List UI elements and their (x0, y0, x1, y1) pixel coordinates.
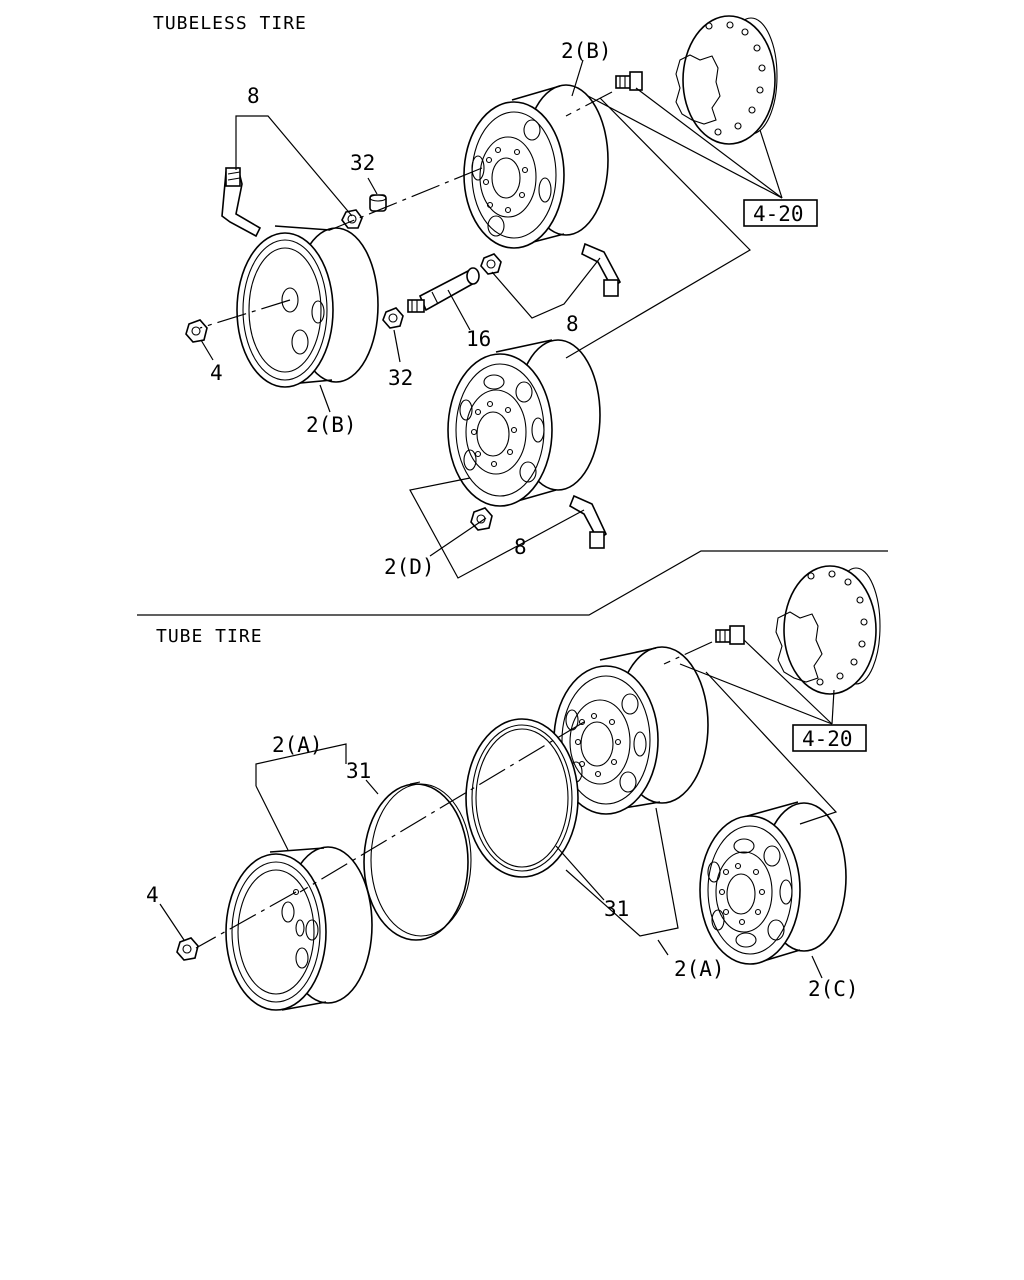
callout-tl-2b-bottom: 2(B) (306, 413, 357, 437)
tube-wheel-front (225, 846, 373, 1011)
ref-label-tube-hub: 4-20 (802, 727, 853, 751)
tubeless-valve-extension-bottom (568, 494, 607, 549)
callout-tt-4: 4 (146, 883, 159, 907)
tube-centerline-main (299, 721, 585, 893)
callout-tt-2a-left: 2(A) (272, 733, 323, 757)
callout-tl-4: 4 (210, 361, 223, 385)
callout-tl-16: 16 (466, 327, 491, 351)
tube-ring-31-right (465, 718, 579, 878)
callout-tl-2b-top: 2(B) (561, 39, 612, 63)
callout-tl-32-bottom: 32 (388, 366, 413, 390)
tubeless-nut-32-bottom (382, 307, 404, 329)
tubeless-wheel-upper (463, 84, 609, 249)
tube-centerline-stud (663, 641, 713, 665)
tubeless-wheel-front (236, 225, 379, 388)
callout-tl-32-top: 32 (350, 151, 375, 175)
callout-tl-8-mid: 8 (566, 312, 579, 336)
tubeless-hub (675, 15, 778, 145)
tubeless-centerline-front (199, 299, 291, 329)
tubeless-wheel-2d (447, 339, 601, 507)
tubeless-nut-32-top (369, 194, 387, 212)
tube-wheel-inner (553, 646, 709, 815)
tubeless-valve-extension-mid (581, 242, 622, 297)
section-divider (137, 550, 888, 616)
tubeless-centerline-upper (329, 167, 483, 231)
callout-tt-31-bottom: 31 (604, 897, 629, 921)
callout-tt-2c: 2(C) (808, 977, 859, 1001)
callout-tl-8-bottom: 8 (514, 535, 527, 559)
tubeless-stud-bolt-16 (407, 267, 480, 313)
callout-tl-2d: 2(D) (384, 555, 435, 579)
tubeless-leader-lines (200, 59, 783, 579)
section-title-tubeless: TUBELESS TIRE (153, 13, 307, 34)
tubeless-valve-extension-top (221, 166, 262, 238)
section-title-tube: TUBE TIRE (156, 626, 263, 647)
callout-tt-31-top: 31 (346, 759, 371, 783)
ref-box-tube-hub: 4-20 (792, 724, 867, 752)
tube-nut-4 (176, 937, 199, 961)
tube-wheel-2c (699, 801, 847, 965)
tube-ring-31-left (363, 781, 472, 941)
tubeless-nut-top (341, 209, 363, 229)
callout-tl-8-top: 8 (247, 84, 260, 108)
tube-hub-stud (715, 625, 745, 645)
tubeless-nut-mid (480, 253, 502, 275)
callout-tt-2a-right: 2(A) (674, 957, 725, 981)
ref-box-tubeless-hub: 4-20 (743, 199, 818, 227)
ref-label-tubeless-hub: 4-20 (753, 202, 804, 226)
tube-centerline-front (195, 891, 297, 949)
tube-hub (775, 565, 881, 695)
tubeless-nut-4 (185, 319, 208, 343)
tubeless-hub-stud (615, 71, 643, 91)
tube-leader-lines (159, 639, 838, 979)
tubeless-centerline-stud (565, 91, 613, 117)
